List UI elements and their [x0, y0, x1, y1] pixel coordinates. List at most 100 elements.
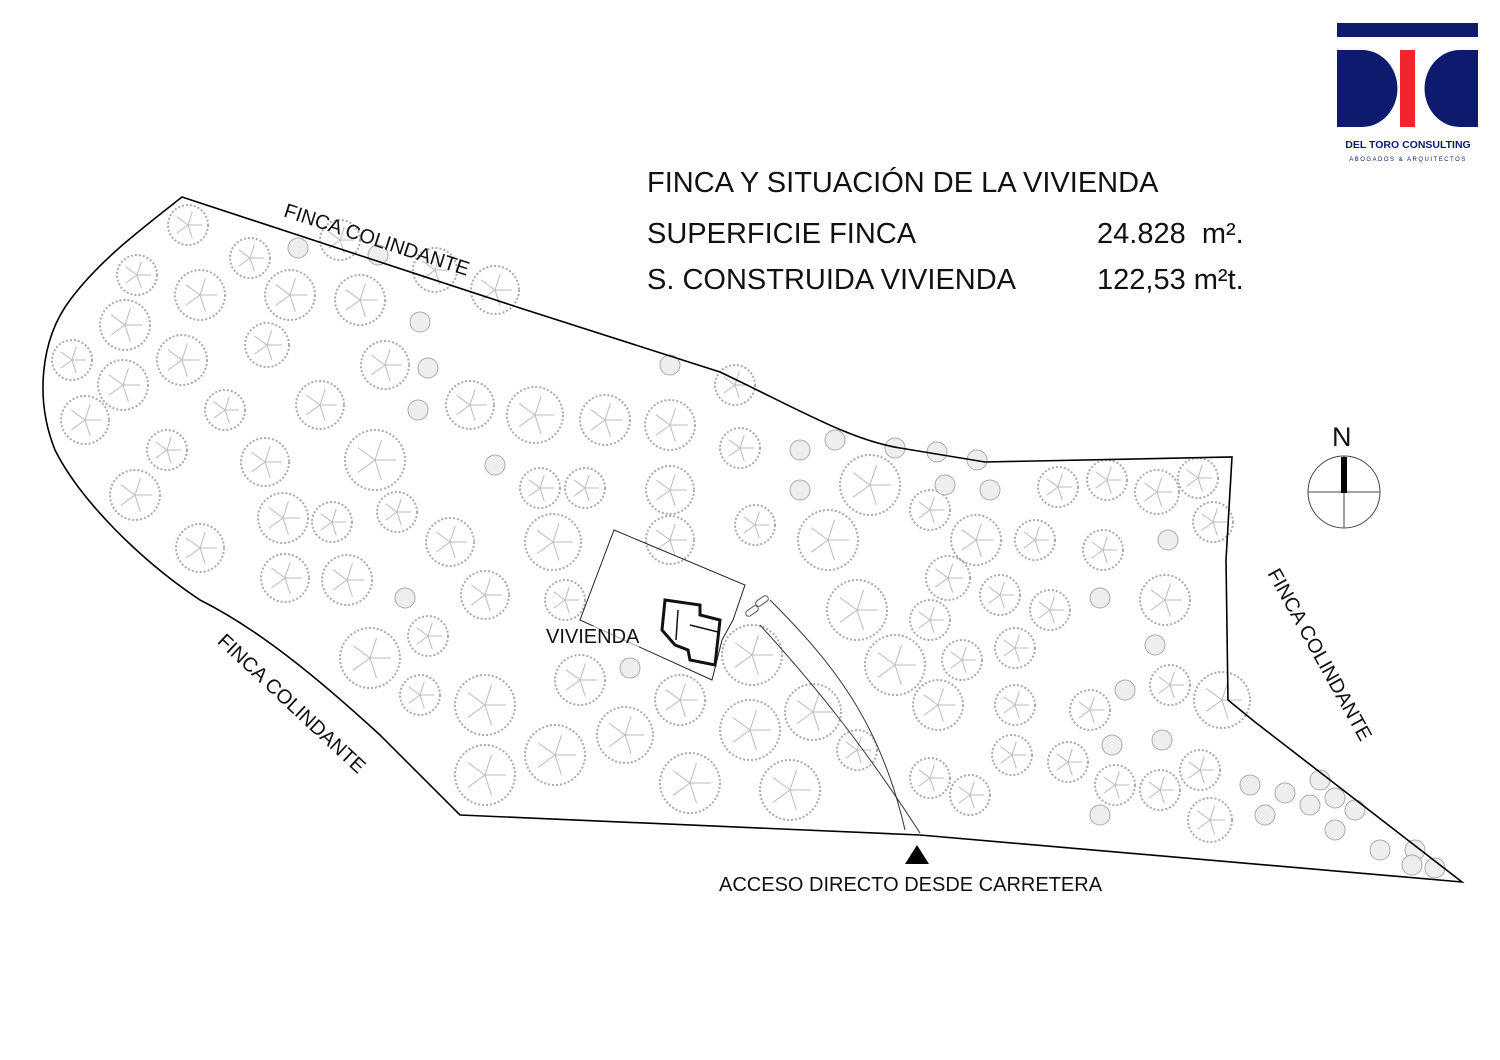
tree-icon	[909, 757, 951, 799]
tree-icon	[109, 469, 161, 521]
tree-branch	[579, 663, 586, 681]
tree-icon	[240, 437, 290, 487]
tree-branch	[852, 472, 871, 486]
tree-branch	[918, 501, 931, 511]
tree-branch	[947, 563, 954, 579]
tree-icon	[836, 729, 878, 771]
tree-branch	[810, 539, 829, 553]
tree-branch	[268, 517, 284, 529]
tree-branch	[371, 354, 386, 366]
tree-branch	[789, 789, 797, 811]
tree-branch	[536, 541, 554, 554]
shrub-icon	[409, 311, 431, 333]
tree-branch	[827, 539, 835, 561]
tree-icon	[994, 627, 1036, 669]
tree-branch	[961, 646, 967, 661]
tree-branch	[199, 278, 206, 296]
tree-icon	[979, 574, 1021, 616]
shrub-icon	[934, 474, 956, 496]
tree-branch	[110, 314, 126, 326]
tree-branch	[176, 224, 189, 234]
tree-branch	[537, 754, 556, 768]
shrub-icon	[1274, 782, 1296, 804]
tree-branch	[125, 266, 138, 276]
tree-branch	[839, 597, 858, 611]
tree-icon	[1037, 466, 1079, 508]
tree-icon	[425, 517, 475, 567]
built-label: S. CONSTRUIDA VIVIENDA	[647, 264, 1017, 296]
tree-icon	[714, 364, 756, 406]
parked-cars	[745, 595, 769, 617]
tree-branch	[494, 273, 501, 291]
tree-branch	[436, 531, 451, 543]
tree-branch	[427, 635, 433, 650]
tree-branch	[60, 351, 73, 361]
tree-branch	[374, 439, 382, 461]
tree-branch	[1095, 471, 1108, 481]
tree-branch	[1103, 784, 1116, 794]
tree-branch	[1089, 709, 1095, 724]
tree-branch	[84, 403, 91, 421]
tree-branch	[467, 704, 486, 718]
tree-icon	[1082, 529, 1124, 571]
tree-branch	[359, 299, 366, 317]
tree-icon	[257, 492, 309, 544]
shrub-icon	[1157, 529, 1179, 551]
tree-branch	[796, 711, 814, 724]
tree-branch	[264, 461, 271, 479]
tree-branch	[1038, 609, 1051, 619]
tree-branch	[369, 657, 377, 679]
tree-branch	[1014, 647, 1020, 662]
tree-branch	[224, 409, 230, 424]
tree-branch	[1186, 469, 1199, 479]
tree-icon	[644, 399, 696, 451]
tree-branch	[319, 404, 326, 422]
tree-icon	[167, 204, 209, 246]
tree-branch	[669, 523, 676, 541]
tree-branch	[1046, 486, 1059, 496]
house-footprint	[660, 598, 722, 667]
tree-branch	[1201, 521, 1214, 531]
tree-icon	[659, 752, 721, 814]
tree-branch	[1095, 479, 1108, 489]
tree-branch	[869, 464, 877, 486]
tree-branch	[679, 699, 686, 717]
tree-branch	[655, 414, 671, 426]
tree-branch	[552, 541, 560, 561]
tree-icon	[175, 523, 225, 573]
tree-branch	[1034, 539, 1040, 554]
tree-branch	[1003, 639, 1016, 649]
tree-branch	[84, 419, 91, 437]
tree-branch	[689, 762, 697, 784]
tree-branch	[564, 586, 570, 601]
tree-branch	[988, 594, 1001, 604]
tree-branch	[1057, 473, 1063, 488]
tree-branch	[384, 348, 391, 366]
tree-icon	[506, 386, 564, 444]
tree-icon	[564, 467, 606, 509]
tree-branch	[751, 634, 759, 656]
tree-branch	[213, 409, 226, 419]
tree-icon	[1187, 797, 1233, 843]
tree-branch	[396, 511, 402, 526]
trees	[51, 204, 1446, 879]
shrub-icon	[659, 354, 681, 376]
tree-branch	[1148, 781, 1161, 791]
tree-branch	[469, 404, 476, 422]
tree-branch	[734, 384, 740, 399]
tree-branch	[929, 509, 935, 524]
tree-branch	[929, 777, 935, 792]
tree-branch	[124, 308, 131, 326]
tree-branch	[369, 637, 377, 659]
tree-branch	[935, 568, 949, 579]
tree-icon	[544, 579, 586, 621]
tree-branch	[1089, 696, 1095, 711]
tree-branch	[264, 445, 271, 463]
tree-icon	[445, 380, 495, 430]
tree-branch	[271, 567, 286, 579]
tree-branch	[352, 657, 371, 671]
tree-icon	[759, 759, 821, 821]
tree-branch	[656, 489, 671, 501]
tree-branch	[268, 507, 284, 519]
shrub-icon	[1324, 819, 1346, 841]
